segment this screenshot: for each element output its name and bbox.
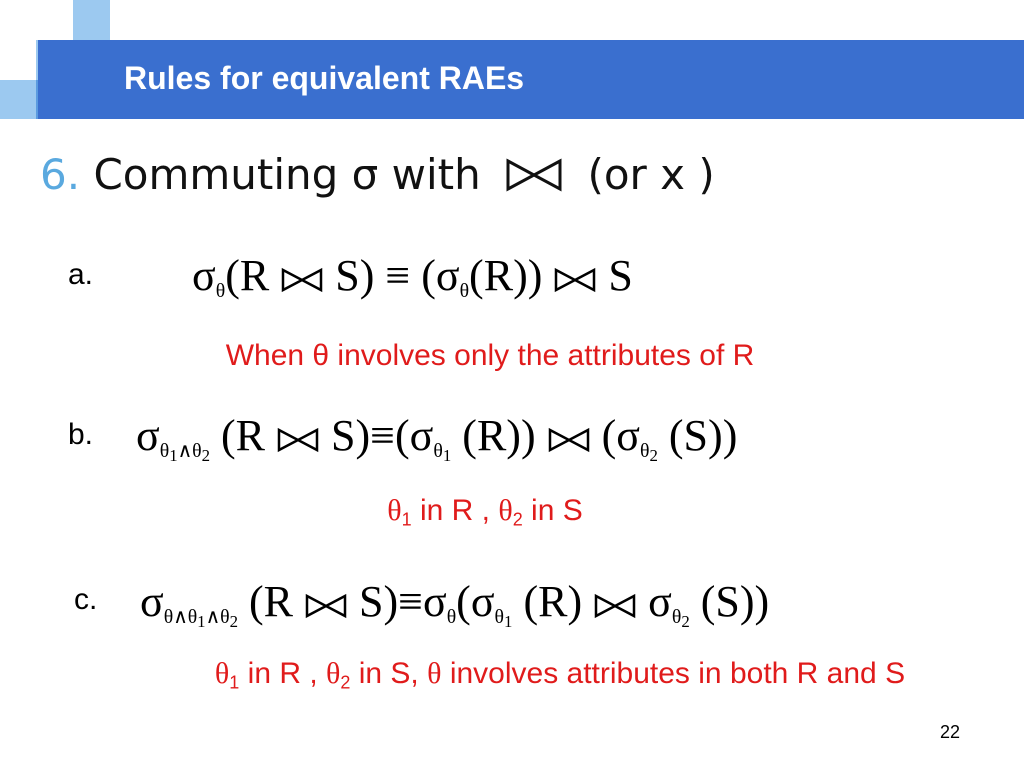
natural-join-icon (277, 427, 319, 452)
item-c-label: c. (74, 583, 98, 616)
item-c-note: θ1 in R , θ2 in S, θ involves attributes… (214, 657, 906, 693)
rule-text-after: (or x ) (587, 150, 715, 199)
natural-join-icon (548, 427, 589, 452)
formula-b: σθ1∧θ2 (R S)≡(σθ1 (R)) (σθ2 (S)) (136, 411, 738, 466)
rule-number: 6. (40, 150, 81, 199)
rule-text-before: Commuting σ with (93, 150, 481, 199)
rule-heading: 6. Commuting σ with (or x ) (40, 150, 715, 199)
page-number: 22 (940, 722, 961, 742)
item-b-label: b. (68, 418, 94, 451)
title-bar (38, 40, 1024, 119)
formula-a: σθ(R S) ≡ (σθ(R)) S (192, 251, 633, 302)
natural-join-icon (555, 267, 596, 292)
natural-join-icon (281, 267, 323, 292)
decor-square-1 (73, 0, 110, 40)
natural-join-icon (506, 158, 562, 192)
decor-square-4 (0, 80, 36, 119)
natural-join-icon (594, 593, 636, 618)
item-a-label: a. (68, 258, 94, 291)
natural-join-icon (305, 593, 347, 618)
item-a-note: When θ involves only the attributes of R (225, 339, 755, 372)
formula-c: σθ∧θ1∧θ2 (R S)≡σθ(σθ1 (R) σθ2 (S)) (140, 577, 770, 632)
slide-title: Rules for equivalent RAEs (124, 60, 525, 96)
item-b-note: θ1 in R , θ2 in S (387, 494, 583, 530)
